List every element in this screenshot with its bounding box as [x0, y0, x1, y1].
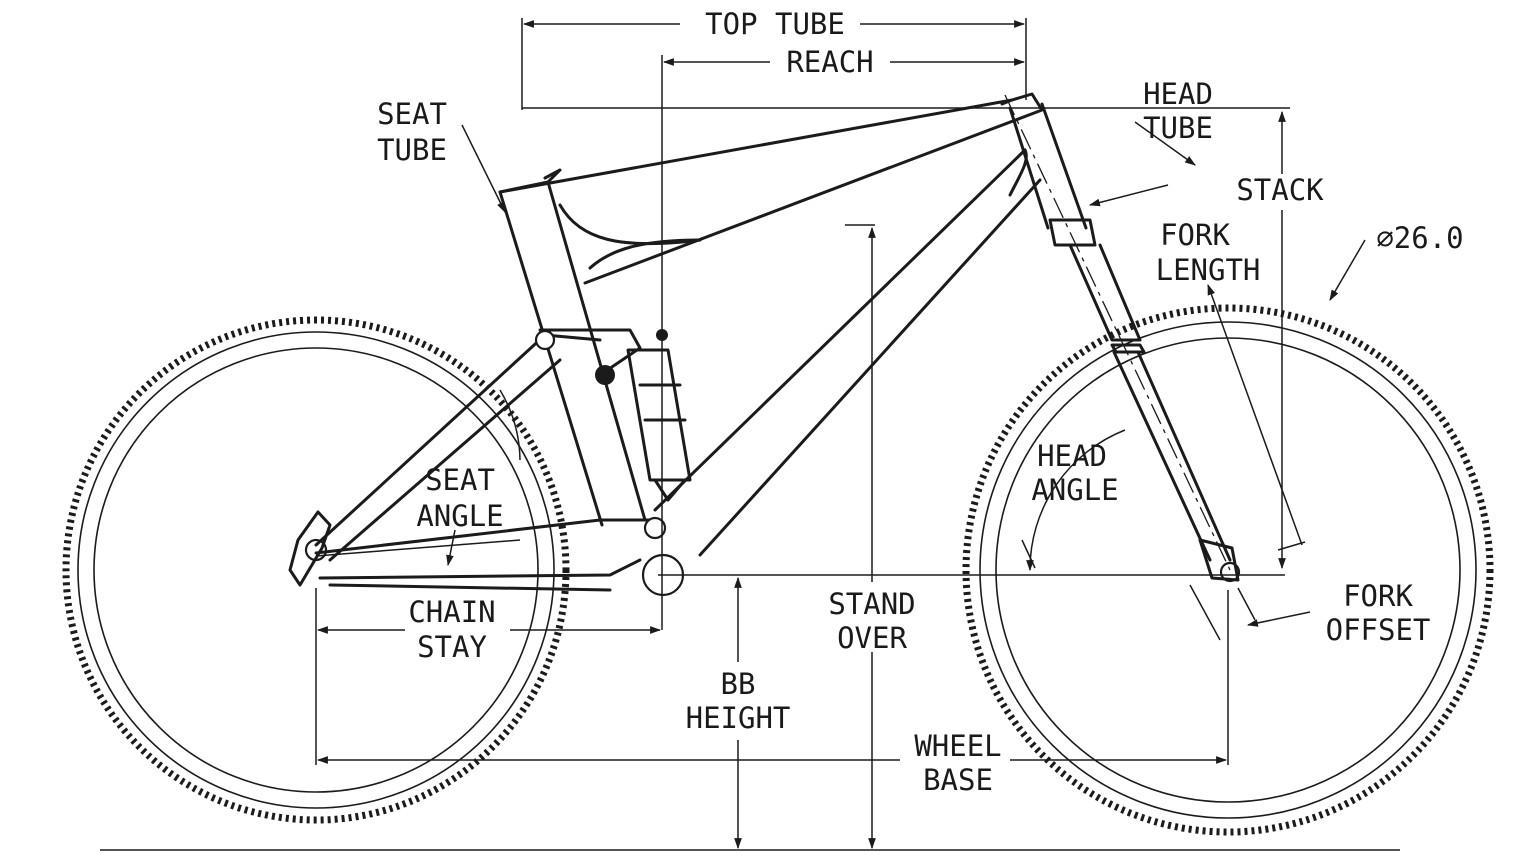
head-tube-label-line1: HEAD [1143, 77, 1213, 111]
head-angle-label-line2: ANGLE [1031, 473, 1118, 507]
chain-stay-label-line1: CHAIN [408, 595, 495, 629]
wheel-base-label-line1: WHEEL [914, 729, 1001, 763]
seat-tube-label-line1: SEAT [377, 97, 447, 131]
dimension-lines [100, 18, 1400, 851]
fork-offset-label-line1: FORK [1343, 579, 1413, 613]
fork-offset-label-line2: OFFSET [1326, 613, 1431, 647]
bike-frame [288, 92, 1240, 597]
wheel-base-label-line2: BASE [923, 763, 993, 797]
fork-length-label-line1: FORK [1160, 218, 1230, 252]
head-angle-label-line1: HEAD [1037, 439, 1107, 473]
top-tube-label: TOP TUBE [705, 7, 845, 41]
bb-height-label-line2: HEIGHT [686, 701, 791, 735]
stand-over-label-line1: STAND [828, 587, 915, 621]
chain-stay-label-line2: STAY [417, 630, 487, 664]
reach-label: REACH [786, 45, 873, 79]
head-tube-label-line2: TUBE [1143, 111, 1213, 145]
stand-over-label-line2: OVER [837, 621, 907, 655]
stack-label: STACK [1236, 173, 1324, 207]
seat-angle-label-line2: ANGLE [416, 499, 503, 533]
bb-height-label-line1: BB [721, 667, 756, 701]
seat-angle-label-line1: SEAT [425, 463, 495, 497]
fork-length-label-line2: LENGTH [1156, 253, 1261, 287]
seat-tube-label-line2: TUBE [377, 133, 447, 167]
wheel-size-label: ⌀26.0 [1376, 221, 1463, 255]
